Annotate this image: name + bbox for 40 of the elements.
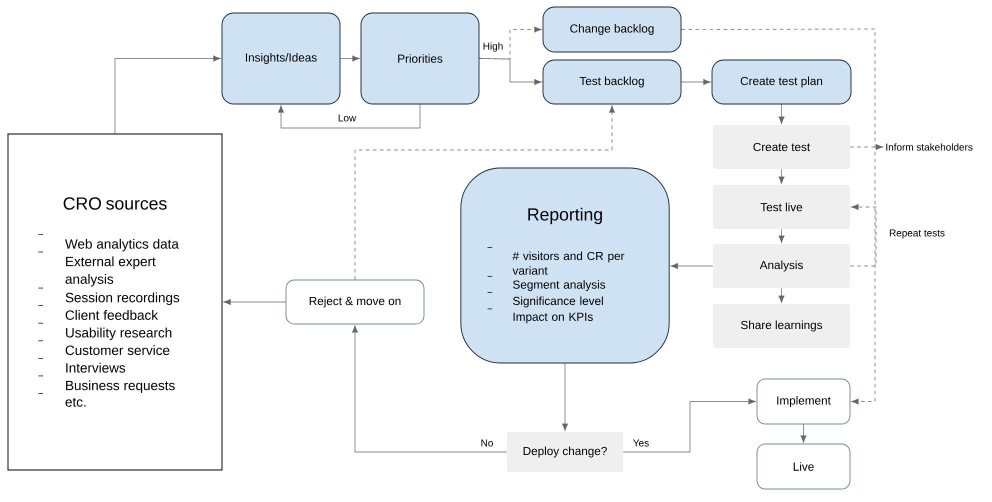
arrow (681, 28, 876, 404)
outlined-box: Implement (756, 378, 850, 424)
edge-label: Yes (631, 438, 651, 448)
step-box: Deploy change? (507, 432, 624, 472)
step-box: Share learnings (713, 304, 850, 348)
process-box: Priorities (360, 12, 480, 104)
arrow (479, 26, 542, 60)
arrow (850, 204, 876, 266)
edge-label: High (481, 40, 505, 54)
arrow (562, 363, 568, 431)
outlined-box: Reject & move on (286, 280, 424, 324)
step-box: Test live (713, 185, 850, 229)
arrow (670, 263, 714, 269)
annotation-text: Inform stakeholders (886, 143, 972, 151)
arrow (354, 106, 615, 280)
edge-label: No (478, 438, 496, 448)
arrow (278, 104, 420, 128)
process-box: Test backlog (542, 60, 682, 104)
arrow (114, 56, 220, 134)
arrow (352, 325, 508, 452)
arrow (622, 398, 756, 452)
arrow (778, 288, 784, 303)
step-box: Analysis (713, 244, 850, 288)
step-box: Create test (713, 125, 850, 169)
source-list-box: CRO sources Web analytics data External expert analysis Session recordings Client feedback Usability research Customer service Interviews Business requests etc. (8, 134, 222, 470)
arrow (850, 144, 883, 150)
process-box: Change backlog (542, 6, 682, 52)
edge-label: Low (336, 112, 358, 124)
arrow (340, 56, 360, 62)
arrow (778, 228, 784, 243)
arrow (224, 299, 286, 305)
outlined-box: Live (756, 444, 850, 490)
arrow (778, 104, 784, 124)
process-box: Insights/Ideas (222, 12, 340, 104)
arrow (681, 79, 710, 85)
edge-label: Repeat tests (887, 228, 947, 240)
arrow (778, 168, 784, 184)
process-box: Create test plan (712, 60, 852, 104)
arrow (800, 424, 806, 443)
report-box: Reporting # visitors and CR per variant Segment analysis Significance level Impact on KPIs (460, 168, 670, 364)
